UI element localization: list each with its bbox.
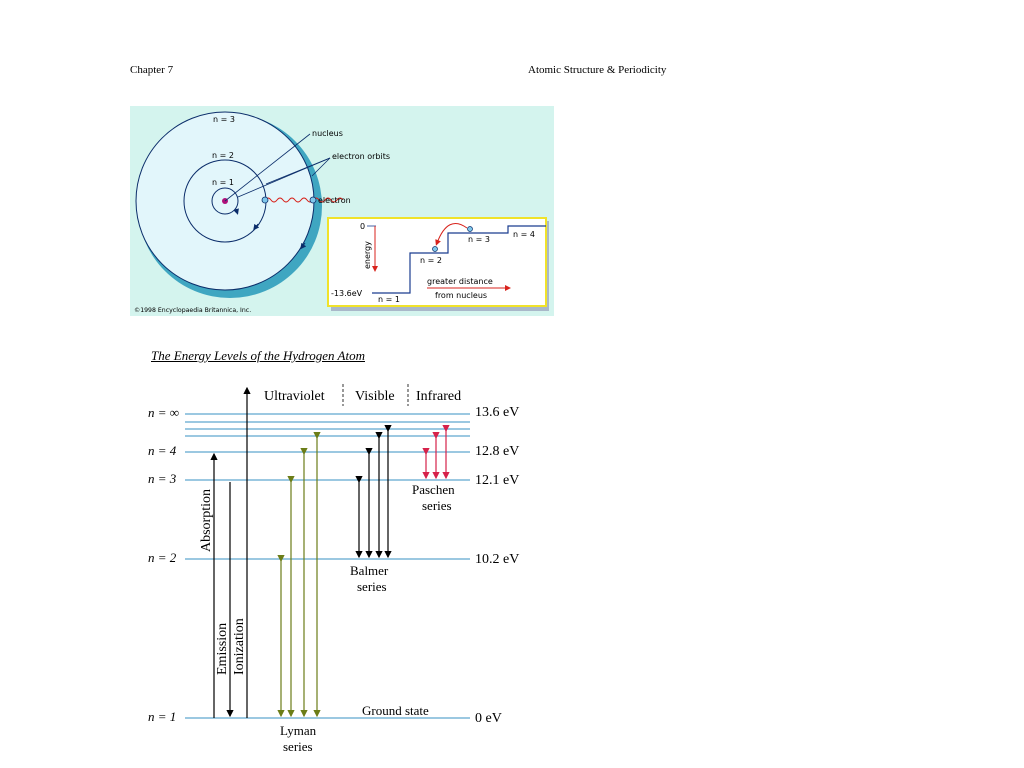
inset-distance-line1: greater distance	[427, 277, 493, 286]
value-0: 0 eV	[475, 711, 502, 726]
paschen-label-2: series	[422, 498, 452, 513]
copyright-notice: ©1998 Encyclopaedia Britannica, Inc.	[134, 306, 251, 314]
inset-transition-arrow	[435, 223, 468, 246]
electron-inner	[261, 196, 269, 204]
energy-inset: 0 energy -13.6eV n = 1 n = 2 n = 3 n = 4…	[327, 217, 549, 311]
outer-orbit-arrow	[300, 242, 307, 250]
value-12-1: 12.1 eV	[475, 473, 519, 488]
electron-outer	[309, 196, 317, 204]
chapter-label: Chapter 7	[130, 64, 174, 76]
balmer-label-2: series	[357, 579, 387, 594]
ionization-label: Ionization	[232, 618, 247, 675]
middle-orbit-arrow	[253, 223, 260, 231]
region-ultraviolet: Ultraviolet	[264, 389, 325, 404]
label-n3: n = 3	[148, 471, 177, 486]
balmer-label-1: Balmer	[350, 563, 389, 578]
electron-callout: electron	[318, 196, 351, 205]
paschen-series-arrows	[422, 425, 450, 480]
ground-state-label: Ground state	[362, 703, 429, 718]
lyman-label-1: Lyman	[280, 723, 317, 738]
photon-wave	[264, 197, 344, 203]
emission-label: Emission	[215, 623, 230, 675]
balmer-series-arrows	[355, 425, 392, 559]
paschen-label-1: Paschen	[412, 482, 455, 497]
inset-level-n4: n = 4	[513, 230, 535, 239]
figure-caption: The Energy Levels of the Hydrogen Atom	[151, 348, 365, 363]
nucleus-callout: nucleus	[312, 129, 343, 138]
inset-level-n3: n = 3	[468, 235, 490, 244]
inset-energy-axis: energy	[363, 241, 372, 269]
label-n1: n = 1	[148, 709, 176, 724]
orbits-callout: electron orbits	[332, 152, 390, 161]
inset-electron-high	[467, 226, 473, 232]
lyman-label-2: series	[283, 739, 313, 754]
region-infrared: Infrared	[416, 389, 461, 404]
orbit-label-n1: n = 1	[212, 178, 234, 187]
inset-zero: 0	[360, 222, 365, 231]
inset-distance-line2: from nucleus	[435, 291, 487, 300]
energy-level-diagram: Ultraviolet Visible Infrared n = ∞ n = 4…	[148, 384, 519, 754]
bohr-model-figure: n = 3 n = 2 n = 1 nucleus electron orbit…	[130, 106, 554, 316]
inner-orbit	[211, 187, 239, 215]
orbit-label-n3: n = 3	[213, 115, 235, 124]
label-n-inf: n = ∞	[148, 405, 179, 420]
inset-electron-low	[432, 246, 438, 252]
inset-level-n2: n = 2	[420, 256, 442, 265]
value-12-8: 12.8 eV	[475, 444, 519, 459]
absorption-label: Absorption	[199, 489, 214, 552]
label-n2: n = 2	[148, 550, 177, 565]
label-n4: n = 4	[148, 443, 177, 458]
energy-steps	[372, 225, 546, 294]
value-10-2: 10.2 eV	[475, 552, 519, 567]
lyman-series-arrows	[277, 432, 321, 718]
section-title: Atomic Structure & Periodicity	[528, 64, 667, 76]
inset-bottom-value: -13.6eV	[331, 289, 363, 298]
inner-orbit-arrow	[233, 208, 239, 215]
orbit-label-n2: n = 2	[212, 151, 234, 160]
value-13-6: 13.6 eV	[475, 405, 519, 420]
region-visible: Visible	[355, 389, 395, 404]
inset-level-n1: n = 1	[378, 295, 400, 304]
